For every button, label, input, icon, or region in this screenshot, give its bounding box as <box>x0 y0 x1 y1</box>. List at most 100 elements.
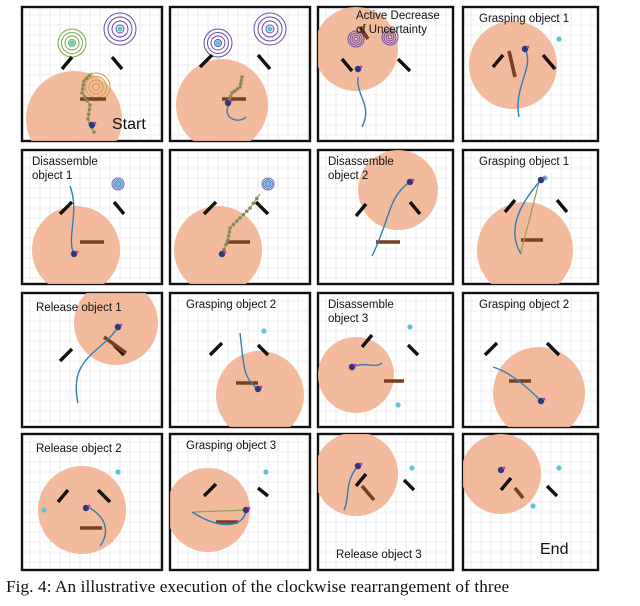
wall-segment <box>396 57 412 73</box>
goal-marker <box>115 469 121 475</box>
robot-marker <box>537 397 545 405</box>
executed-trajectory <box>343 465 359 511</box>
wall-segment <box>58 347 74 363</box>
wall-segment <box>256 343 270 357</box>
uncertainty-ring <box>68 39 76 47</box>
robot-marker <box>70 250 78 258</box>
uncertainty-ring <box>61 32 83 54</box>
executed-trajectory <box>371 181 411 257</box>
executed-trajectory <box>492 366 542 402</box>
path-bead <box>87 107 92 112</box>
panel-scene <box>172 152 309 284</box>
goal-marker <box>261 328 267 334</box>
panel-14: Grasping object 3 <box>168 432 312 572</box>
path-bead <box>87 73 92 78</box>
wall-segment <box>406 343 420 357</box>
wall-segment <box>56 488 70 504</box>
goal-marker <box>267 26 273 32</box>
path-bead <box>226 234 231 238</box>
wall-segment <box>110 55 124 71</box>
uncertainty-ring <box>257 16 283 42</box>
robot-heading <box>93 121 97 125</box>
path-bead <box>239 78 244 83</box>
uncertainty-ring <box>210 35 226 51</box>
panel-15: Release object 3 <box>316 432 455 572</box>
panel-scene <box>318 295 451 425</box>
path-bead <box>240 75 244 79</box>
uncertainty-ring <box>351 34 361 44</box>
panel-label-line: of Uncertainty <box>356 24 427 36</box>
wall-segment <box>555 198 569 214</box>
uncertainty-disk <box>318 337 394 413</box>
panel-scene <box>24 152 161 284</box>
path-bead <box>231 222 236 227</box>
robot-heading <box>229 99 233 103</box>
panel-label-line: Release object 3 <box>336 549 422 561</box>
uncertainty-ring <box>103 12 137 46</box>
uncertainty-ring <box>214 39 222 47</box>
object-bar <box>513 486 525 500</box>
object-bar <box>358 26 370 40</box>
panel-4: Grasping object 1 <box>461 5 600 143</box>
path-bead <box>251 201 256 206</box>
robot-marker <box>497 466 505 474</box>
panel-16: End <box>461 432 600 572</box>
uncertainty-ring <box>347 30 365 48</box>
executed-trajectory <box>226 102 247 121</box>
robot-heading <box>502 466 506 470</box>
panel-6 <box>168 148 312 286</box>
path-bead <box>92 130 96 134</box>
robot-marker <box>406 178 414 186</box>
uncertainty-ring <box>81 72 111 102</box>
path-bead <box>224 242 228 247</box>
panel-scene <box>24 436 161 568</box>
executed-trajectory <box>357 76 367 128</box>
uncertainty-ring <box>261 177 275 191</box>
uncertainty-ring <box>353 36 359 42</box>
robot-heading <box>119 323 123 327</box>
wall-segment <box>354 202 368 218</box>
robot-heading <box>353 363 357 367</box>
wall-segment <box>202 200 218 216</box>
uncertainty-ring <box>265 24 275 34</box>
robot-marker <box>521 45 529 53</box>
wall-segment <box>503 198 517 214</box>
wall-segment <box>354 472 368 488</box>
uncertainty-ring <box>115 24 125 34</box>
wall-segment <box>340 57 354 73</box>
executed-trajectory <box>191 509 247 526</box>
uncertainty-disk <box>318 434 398 516</box>
panel-label-line: Release object 1 <box>36 302 122 314</box>
robot-heading <box>542 397 546 401</box>
wall-segment <box>60 55 74 71</box>
path-bead <box>228 226 232 230</box>
robot-marker <box>224 99 232 107</box>
panel-12: Grasping object 2 <box>461 291 600 429</box>
goal-marker <box>407 324 413 330</box>
panel-scene <box>24 293 161 425</box>
uncertainty-ring <box>261 20 279 38</box>
path-bead <box>227 230 232 234</box>
path-bead <box>238 85 242 89</box>
uncertainty-disk <box>32 206 120 284</box>
panel-scene <box>465 295 596 427</box>
path-bead <box>80 87 85 91</box>
path-bead <box>226 238 230 242</box>
robot-marker <box>218 250 226 258</box>
planned-path <box>81 72 95 133</box>
panel-label-line: Disassemble <box>32 156 98 168</box>
panel-label-line: object 3 <box>328 313 368 325</box>
goal-marker <box>41 507 47 513</box>
panel-8: Grasping object 1 <box>461 148 600 286</box>
goal-marker <box>115 181 121 187</box>
panel-scene <box>24 9 161 141</box>
goal-marker <box>395 402 401 408</box>
panel-label: Release object 1 <box>36 302 122 314</box>
panel-big-label: End <box>540 541 568 558</box>
executed-trajectory <box>517 48 529 118</box>
